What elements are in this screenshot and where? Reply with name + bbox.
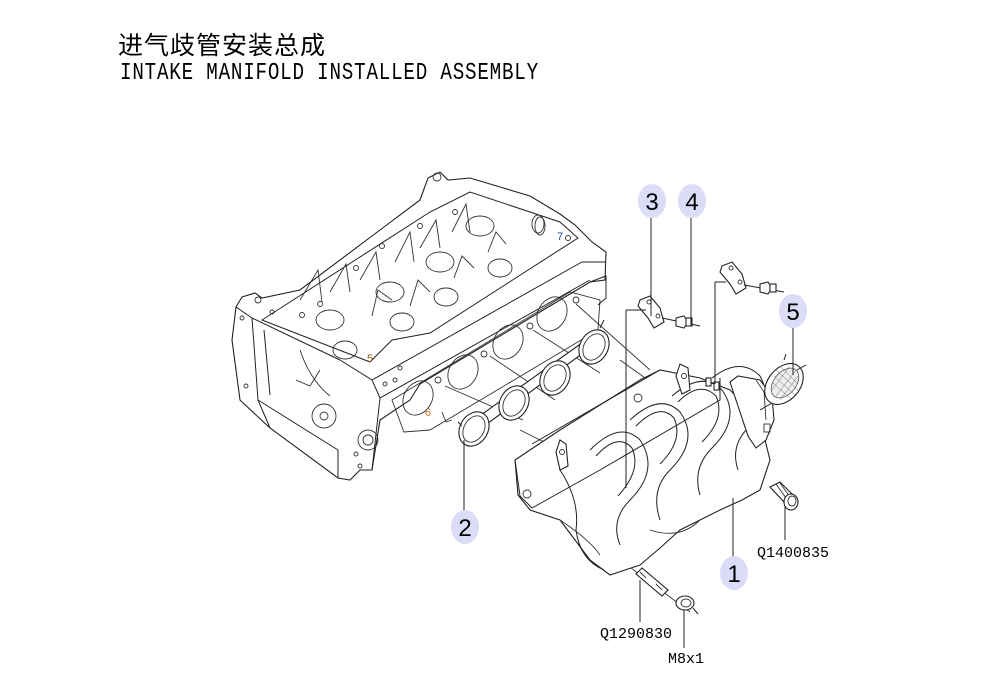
part-number-flange-bolt: Q1400835 — [757, 545, 829, 562]
head-mark-6: 6 — [425, 407, 431, 419]
cylinder-head: 5 6 7 — [231, 171, 607, 481]
leader-lines — [463, 216, 794, 648]
flange-bolt — [769, 481, 799, 511]
callout-5[interactable]: 5 — [779, 294, 807, 328]
callout-1-label: 1 — [727, 561, 740, 588]
callout-5-label: 5 — [786, 299, 799, 326]
callout-2[interactable]: 2 — [451, 510, 479, 544]
callout-4[interactable]: 4 — [678, 184, 706, 218]
part-number-stud: Q1290830 — [600, 626, 672, 643]
stud — [635, 567, 669, 597]
nut — [675, 595, 699, 615]
callout-2-label: 2 — [458, 515, 471, 542]
head-mark-5: 5 — [367, 353, 373, 365]
bracket-right — [719, 261, 785, 295]
callout-1[interactable]: 1 — [720, 556, 748, 590]
head-mark-7: 7 — [557, 231, 563, 243]
callout-4-label: 4 — [685, 189, 698, 216]
part-number-nut: M8x1 — [668, 651, 704, 668]
intake-manifold — [514, 363, 775, 576]
callout-3[interactable]: 3 — [638, 184, 666, 218]
callout-3-label: 3 — [645, 189, 658, 216]
throttle-gasket-screen — [759, 353, 807, 411]
bracket-bolt-right — [759, 281, 777, 295]
title-chinese: 进气歧管安装总成 — [118, 31, 327, 60]
intake-manifold-gasket — [457, 319, 610, 447]
bracket-bolt-left — [675, 315, 693, 329]
title-english: INTAKE MANIFOLD INSTALLED ASSEMBLY — [120, 60, 539, 87]
